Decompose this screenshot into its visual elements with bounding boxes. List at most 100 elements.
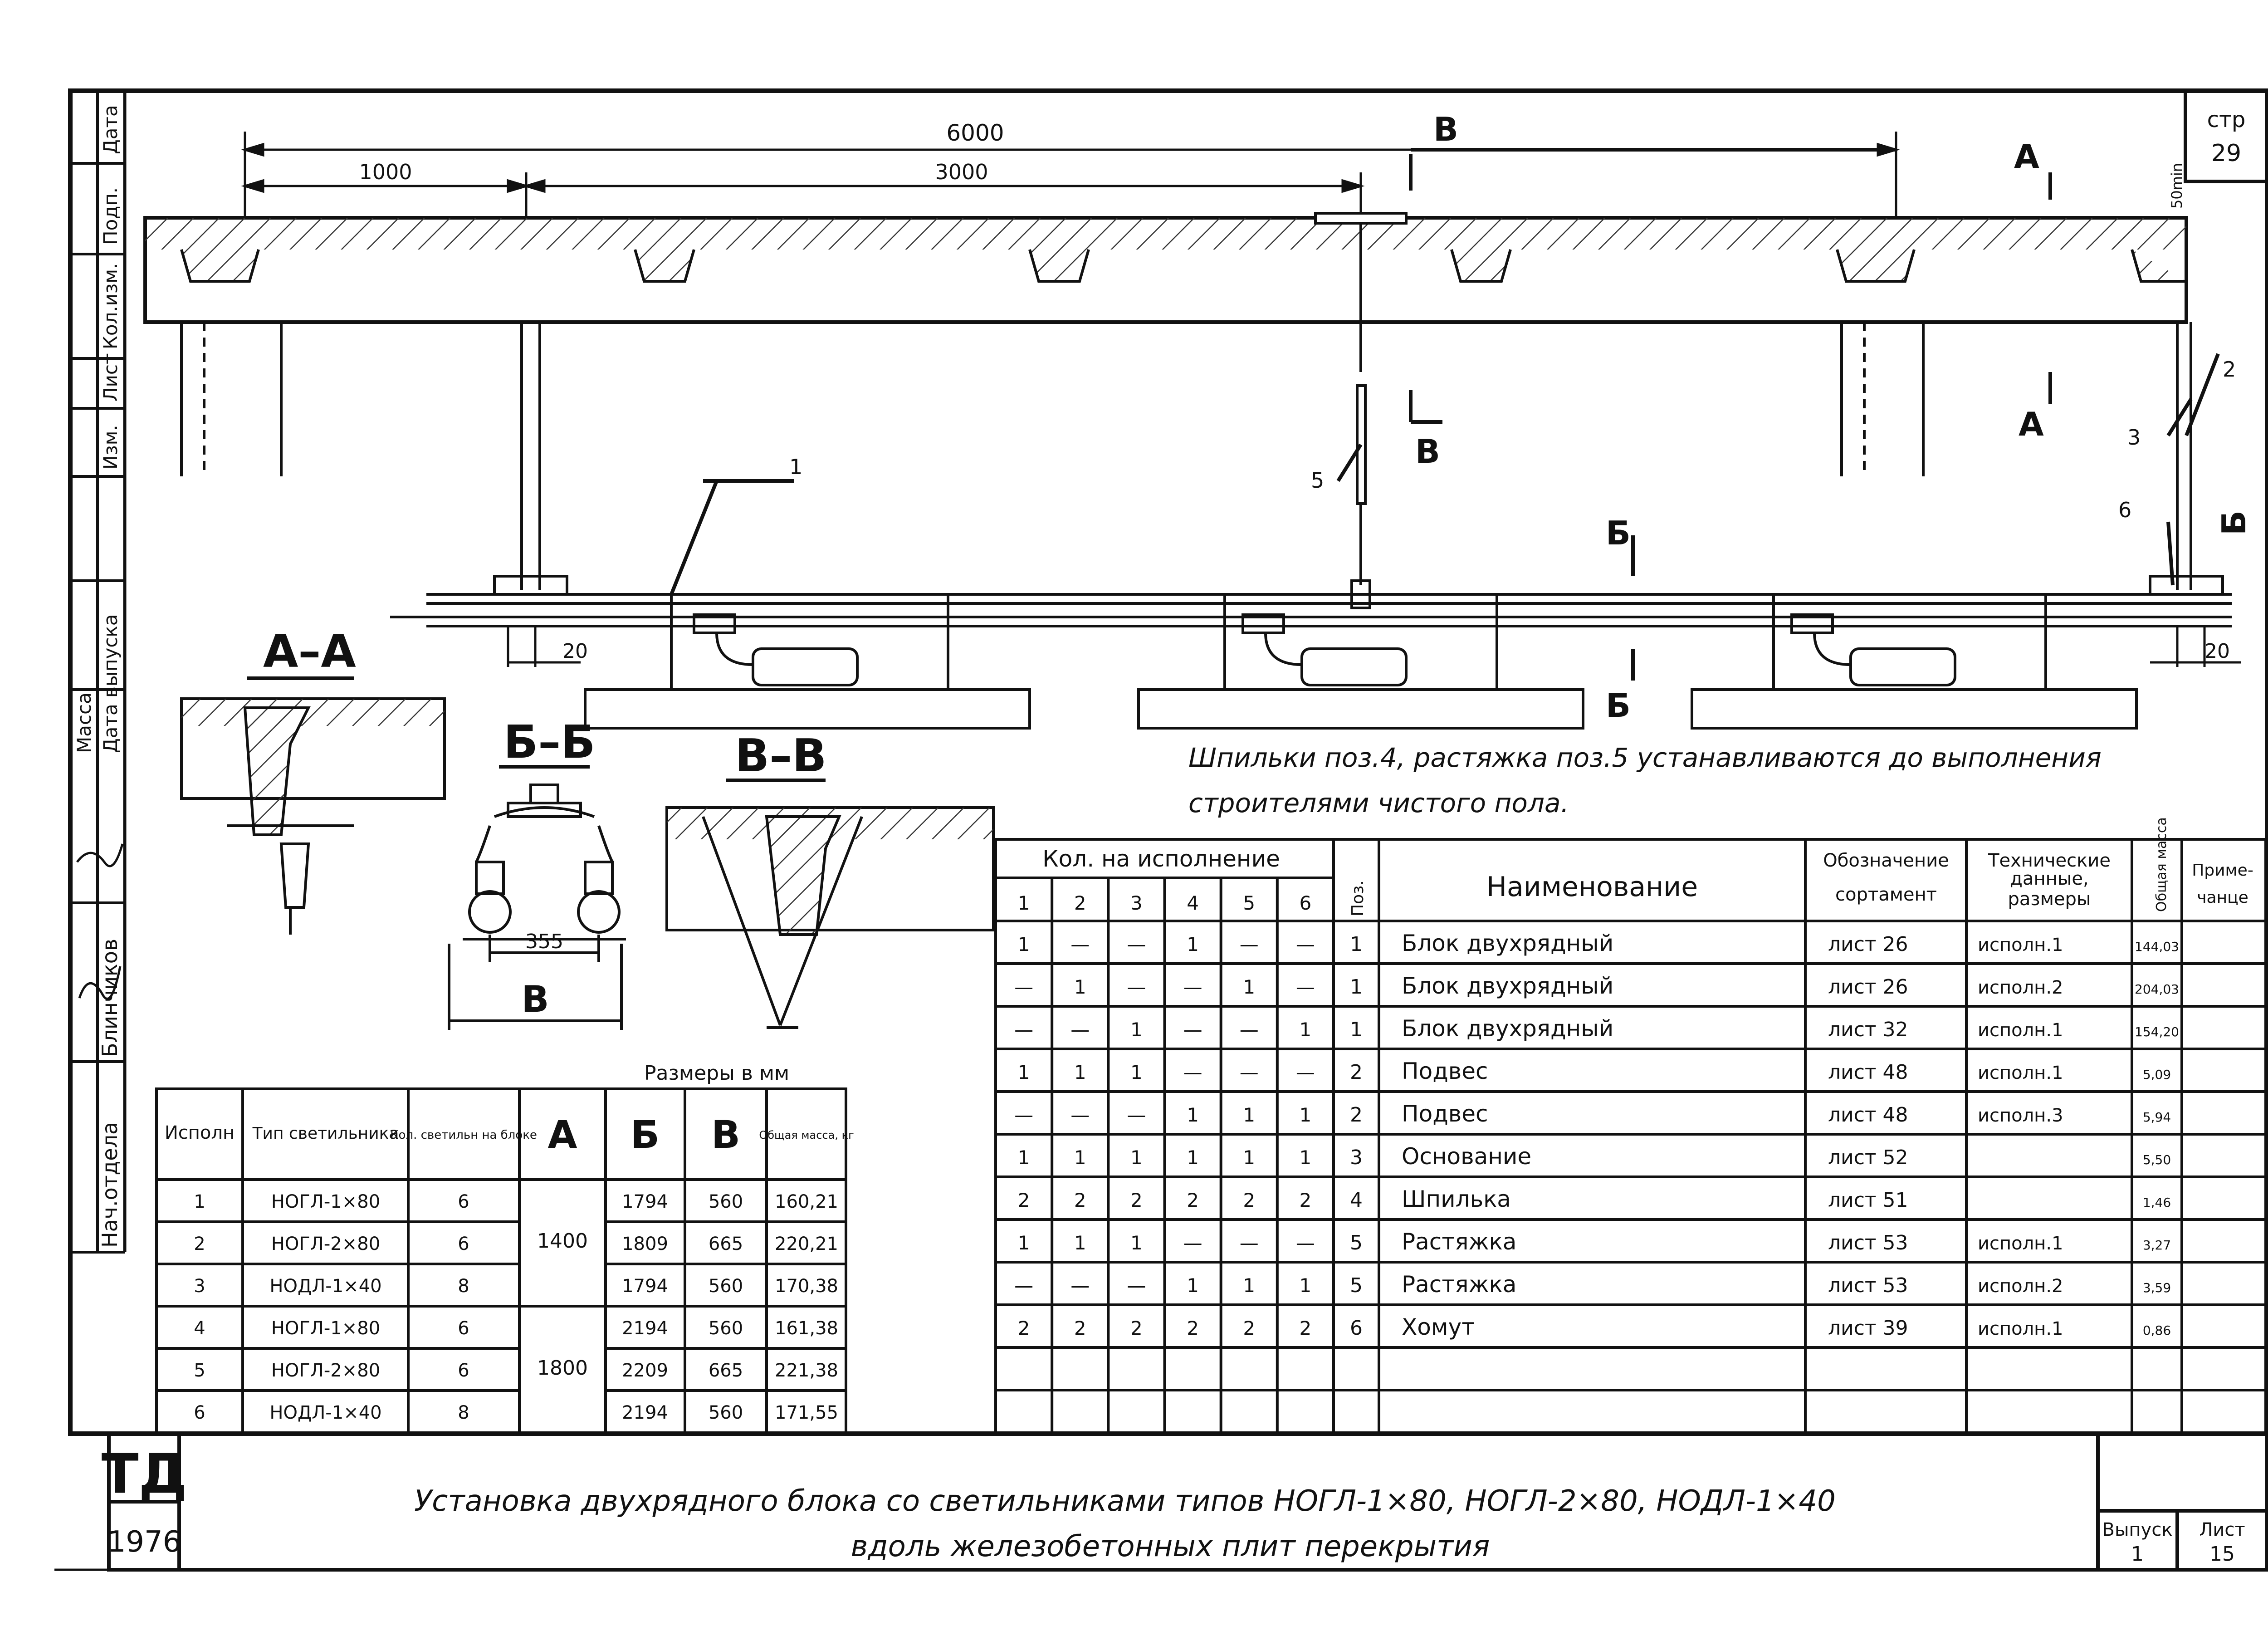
dim-1000: 1000 (359, 160, 412, 184)
spec-qty-cell: 1 (1018, 933, 1030, 955)
callout-3: 3 (2127, 425, 2141, 450)
variant-cell: 1794 (622, 1191, 668, 1212)
variant-cell: 161,38 (775, 1318, 838, 1339)
callout-5: 5 (1311, 468, 1324, 493)
vt-head-mass: Общая масса, кг (759, 1129, 854, 1141)
dim-3000: 3000 (935, 160, 988, 184)
variant-cell: НОГЛ-1×80 (271, 1191, 380, 1212)
luminaire-1 (584, 594, 1031, 730)
dim-50min: 50min (2168, 163, 2185, 209)
dim-b-vertical: Б (2215, 510, 2253, 535)
spec-qty-cell: — (1127, 933, 1146, 955)
stamp-head: Нач.отдела (98, 1122, 122, 1248)
section-mark-b-top: Б (1606, 514, 1631, 552)
spec-tech-cell: исполн.2 (1978, 1276, 2063, 1297)
spec-name-cell: Шпилька (1402, 1186, 1511, 1212)
spec-designation-cell: лист 48 (1828, 1103, 1908, 1127)
issue-value: 1 (2131, 1543, 2144, 1566)
spec-designation-cell: лист 53 (1828, 1274, 1908, 1297)
issue-label: Выпуск (2102, 1519, 2173, 1540)
spec-qty-cell: — (1183, 1061, 1202, 1083)
spec-qty-cell: 2 (1187, 1189, 1199, 1211)
spec-mass-cell: 5,09 (2143, 1067, 2171, 1082)
spec-head-tech2: данные, (2010, 868, 2088, 889)
spec-head-pos: Поз. (1349, 880, 1367, 916)
stamp-sheet: Лист (99, 353, 122, 402)
variant-cell: НОДЛ-1×40 (269, 1276, 381, 1297)
variant-cell: 3 (194, 1276, 205, 1297)
section-mark-a-bottom: А (2019, 405, 2044, 443)
variant-cell: 221,38 (775, 1360, 838, 1381)
spec-head-des1: Обозначение (1823, 850, 1949, 871)
spec-head-note2: чанце (2197, 888, 2248, 907)
section-bb-dim: 355 (525, 930, 563, 953)
section-aa: А–А (180, 625, 446, 935)
variant-cell: 6 (458, 1318, 469, 1339)
spec-qty-cell: 2 (1243, 1189, 1255, 1211)
spec-qty-cell: 1 (1243, 976, 1255, 998)
spec-pos-cell: 1 (1350, 975, 1363, 999)
spec-qty-cell: 1 (1074, 1232, 1086, 1254)
spec-name-cell: Хомут (1402, 1314, 1475, 1340)
spec-mass-cell: 0,86 (2143, 1323, 2171, 1338)
spec-tech-cell: исполн.1 (1978, 1020, 2063, 1041)
spec-qty-cell: — (1014, 1104, 1033, 1126)
spec-qty-cell: 1 (1243, 1146, 1255, 1169)
spec-qty-col-head: 5 (1243, 892, 1255, 914)
dim-total: 6000 (946, 120, 1004, 146)
title-year: 1976 (108, 1525, 181, 1559)
variant-cell: 4 (194, 1318, 205, 1339)
main-elevation: 6000 1000 3000 (143, 110, 2253, 730)
variant-cell: 8 (458, 1276, 469, 1297)
variant-cell: 2194 (622, 1402, 668, 1423)
spec-designation-cell: лист 32 (1828, 1018, 1908, 1041)
spec-designation-cell: лист 48 (1828, 1061, 1908, 1084)
spec-mass-cell: 5,94 (2143, 1110, 2171, 1125)
spec-head-group: Кол. на исполнение (1042, 846, 1280, 872)
spec-qty-cell: 1 (1074, 976, 1086, 998)
spec-tech-cell: исполн.1 (1978, 935, 2063, 955)
section-mark-b-bottom: Б (1606, 686, 1631, 725)
stamp-date: Дата (99, 105, 122, 154)
variant-cell: 665 (709, 1360, 743, 1381)
vt-head-count: Кол. светильн на блоке (390, 1128, 537, 1142)
vt-a-1800: 1800 (537, 1357, 588, 1380)
spec-qty-cell: — (1014, 1019, 1033, 1041)
spec-qty-cell: — (1014, 1274, 1033, 1297)
variant-cell: 6 (458, 1234, 469, 1254)
stamp-change-count: Кол.изм. (99, 263, 122, 349)
luminaire-2 (1137, 594, 1584, 730)
spec-qty-cell: 1 (1187, 933, 1199, 955)
spec-qty-col-head: 3 (1130, 892, 1143, 914)
spec-designation-cell: лист 51 (1828, 1189, 1908, 1212)
spec-head-name: Наименование (1486, 871, 1698, 903)
spec-qty-cell: 1 (1130, 1146, 1143, 1169)
spec-qty-cell: — (1127, 1274, 1146, 1297)
spec-qty-cell: 1 (1130, 1019, 1143, 1041)
spec-qty-cell: 2 (1300, 1189, 1312, 1211)
variants-table: Размеры в мм Исполн Тип светильника Кол.… (155, 1062, 854, 1435)
spec-qty-cell: — (1296, 933, 1315, 955)
logo-td: ТД (102, 1443, 187, 1506)
spec-qty-cell: 2 (1074, 1317, 1086, 1339)
spec-name-cell: Растяжка (1402, 1271, 1516, 1298)
variant-cell: НОГЛ-2×80 (271, 1360, 380, 1381)
spec-tech-cell: исполн.2 (1978, 977, 2063, 998)
stamp-release-date: Дата выпуска (99, 614, 122, 753)
callout-6: 6 (2118, 498, 2131, 522)
variant-cell: 5 (194, 1360, 205, 1381)
spec-tech-cell: исполн.1 (1978, 1063, 2063, 1083)
spec-mass-cell: 154,20 (2135, 1024, 2179, 1039)
spec-designation-cell: лист 26 (1828, 975, 1908, 999)
spec-qty-cell: — (1127, 976, 1146, 998)
spec-head-note1: Приме- (2192, 861, 2253, 880)
spec-name-cell: Подвес (1402, 1101, 1488, 1127)
spec-name-cell: Основание (1402, 1143, 1531, 1170)
variant-cell: 560 (709, 1191, 743, 1212)
page-number-label: стр (2207, 107, 2246, 132)
spec-qty-cell: 1 (1018, 1232, 1030, 1254)
variant-cell: 171,55 (775, 1402, 838, 1423)
variant-cell: НОДЛ-1×40 (269, 1402, 381, 1423)
